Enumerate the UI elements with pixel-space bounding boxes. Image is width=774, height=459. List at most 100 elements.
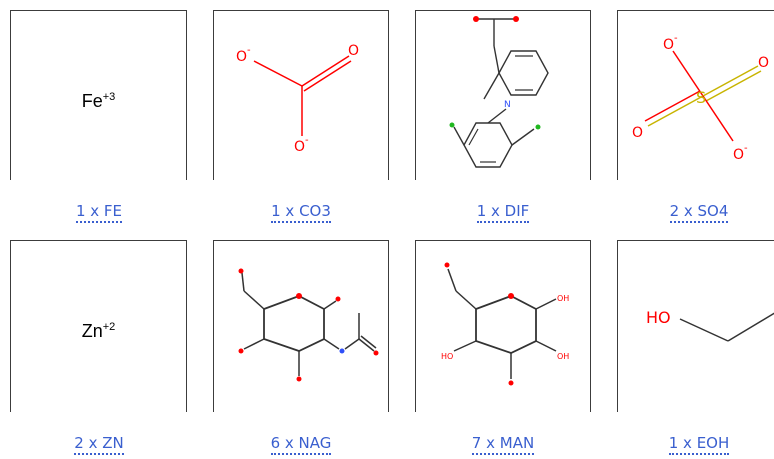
bond bbox=[702, 95, 734, 142]
ligand-link-text[interactable]: 1 x CO3 bbox=[271, 202, 331, 223]
ligand-link-text[interactable]: 1 x DIF bbox=[476, 202, 530, 223]
atom-o: O bbox=[663, 37, 674, 53]
ligand-link-text[interactable]: 7 x MAN bbox=[471, 434, 535, 455]
ligand-tile-dif[interactable]: N bbox=[415, 10, 591, 180]
bond bbox=[243, 290, 265, 310]
bond bbox=[358, 338, 375, 352]
ligand-link-text[interactable]: 6 x NAG bbox=[270, 434, 332, 455]
atom-o-dot bbox=[373, 350, 379, 356]
charge-minus: - bbox=[674, 33, 678, 44]
ligand-link-so4[interactable]: 2 x SO4 bbox=[614, 202, 774, 223]
charge-minus: - bbox=[744, 143, 748, 154]
ring bbox=[263, 295, 325, 352]
atom-o-dot bbox=[513, 16, 519, 22]
nag-structure-icon bbox=[238, 268, 379, 382]
bond bbox=[511, 128, 535, 146]
bond bbox=[241, 272, 245, 292]
ligand-link-fe[interactable]: 1 x FE bbox=[14, 202, 184, 223]
bond bbox=[483, 72, 500, 100]
ring bbox=[475, 295, 537, 354]
ion-symbol: Zn bbox=[81, 321, 103, 341]
bond bbox=[535, 298, 557, 310]
bond bbox=[323, 338, 340, 350]
ligand-tile-fe[interactable]: Fe+3 bbox=[10, 10, 187, 180]
ligand-link-text[interactable]: 2 x SO4 bbox=[669, 202, 729, 223]
carbonate-structure-icon: O - O O - bbox=[236, 43, 359, 155]
bond bbox=[679, 318, 729, 342]
ion-charge: +2 bbox=[102, 321, 116, 333]
ligand-tile-eoh[interactable]: HO bbox=[617, 240, 774, 412]
bond bbox=[647, 95, 704, 127]
atom-o-dot bbox=[508, 380, 514, 386]
bond bbox=[727, 312, 774, 342]
atom-oh: OH bbox=[557, 352, 569, 361]
atom-ho: HO bbox=[441, 352, 453, 361]
ligand-link-text[interactable]: 2 x ZN bbox=[74, 434, 124, 455]
bond bbox=[344, 338, 360, 350]
ion-symbol: Fe bbox=[81, 91, 103, 111]
bond bbox=[644, 90, 701, 122]
ligand-tile-man[interactable]: OH HO OH bbox=[415, 240, 591, 412]
ligand-tile-zn[interactable]: Zn+2 bbox=[10, 240, 187, 412]
sulfate-structure-icon: S O - O O O - bbox=[632, 33, 769, 163]
atom-o-dot bbox=[444, 262, 450, 268]
atom-o-dot bbox=[238, 268, 244, 274]
atom-o: O bbox=[348, 43, 359, 59]
ion-charge: +3 bbox=[102, 91, 116, 103]
ligand-tile-so4[interactable]: S O - O O O - bbox=[617, 10, 774, 180]
bond bbox=[453, 126, 465, 146]
bond bbox=[468, 128, 479, 146]
atom-oh: OH bbox=[557, 294, 569, 303]
atom-cl-dot bbox=[535, 124, 541, 130]
bond bbox=[702, 65, 759, 97]
bond bbox=[303, 60, 352, 92]
atom-n: N bbox=[504, 100, 511, 110]
ligand-link-text[interactable]: 1 x EOH bbox=[668, 434, 730, 455]
ligand-tile-nag[interactable] bbox=[213, 240, 389, 412]
ligand-link-dif[interactable]: 1 x DIF bbox=[418, 202, 588, 223]
ligand-link-nag[interactable]: 6 x NAG bbox=[216, 434, 386, 455]
charge-minus: - bbox=[305, 135, 309, 146]
atom-cl-dot bbox=[449, 122, 455, 128]
atom-s: S bbox=[696, 88, 706, 107]
ion-label-zn: Zn+2 bbox=[11, 321, 186, 342]
bond bbox=[672, 50, 704, 97]
ion-label-fe: Fe+3 bbox=[11, 91, 186, 112]
bond bbox=[455, 290, 477, 310]
ethanol-structure-icon: HO bbox=[646, 308, 774, 342]
bond bbox=[301, 55, 350, 87]
bond bbox=[447, 268, 457, 292]
ligand-link-text[interactable]: 1 x FE bbox=[75, 202, 123, 223]
bond bbox=[243, 338, 265, 350]
ligand-link-co3[interactable]: 1 x CO3 bbox=[216, 202, 386, 223]
bond bbox=[535, 340, 557, 352]
ring bbox=[463, 122, 513, 168]
bond bbox=[453, 340, 477, 352]
bond bbox=[253, 60, 303, 87]
bond bbox=[487, 108, 507, 124]
atom-ho: HO bbox=[646, 308, 671, 327]
atom-o: O bbox=[733, 147, 744, 163]
ligand-tile-co3[interactable]: O - O O - bbox=[213, 10, 389, 180]
atom-n-dot bbox=[339, 348, 345, 354]
atom-o: O bbox=[236, 49, 247, 65]
ligand-link-man[interactable]: 7 x MAN bbox=[418, 434, 588, 455]
atom-o-dot bbox=[296, 293, 302, 299]
ligand-link-zn[interactable]: 2 x ZN bbox=[14, 434, 184, 455]
atom-o-dot bbox=[508, 293, 514, 299]
ring bbox=[498, 50, 549, 96]
bond bbox=[705, 70, 762, 102]
atom-o-dot bbox=[473, 16, 479, 22]
bond bbox=[360, 335, 377, 349]
bond bbox=[493, 45, 500, 74]
atom-o-dot bbox=[335, 296, 341, 302]
atom-o: O bbox=[294, 139, 305, 155]
atom-o: O bbox=[758, 55, 769, 71]
charge-minus: - bbox=[247, 45, 251, 56]
atom-o-dot bbox=[296, 376, 302, 382]
diclofenac-structure-icon: N bbox=[449, 16, 549, 168]
mannose-structure-icon: OH HO OH bbox=[441, 262, 569, 386]
ligand-link-eoh[interactable]: 1 x EOH bbox=[614, 434, 774, 455]
bond bbox=[323, 300, 337, 310]
atom-o-dot bbox=[238, 348, 244, 354]
